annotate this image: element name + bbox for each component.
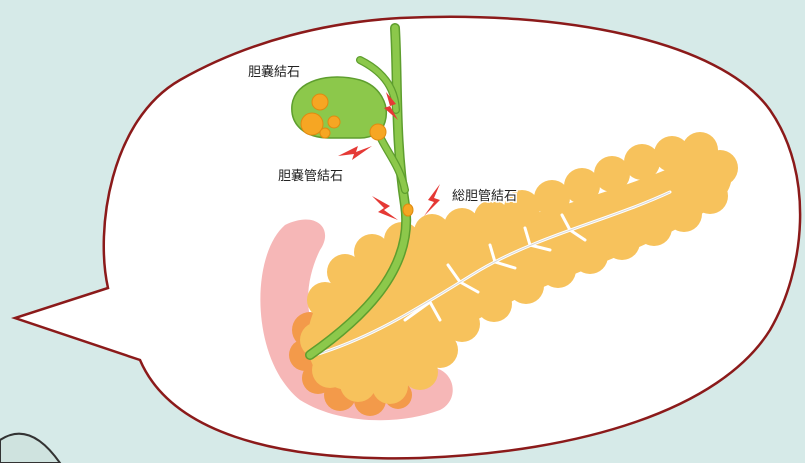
label-common-bile-duct-stone: 総胆管結石: [452, 189, 517, 204]
corner-decoration: [0, 434, 60, 463]
label-gallbladder-stone: 胆嚢結石: [248, 64, 300, 80]
label-cystic-duct-stone: 胆嚢管結石: [278, 168, 343, 184]
